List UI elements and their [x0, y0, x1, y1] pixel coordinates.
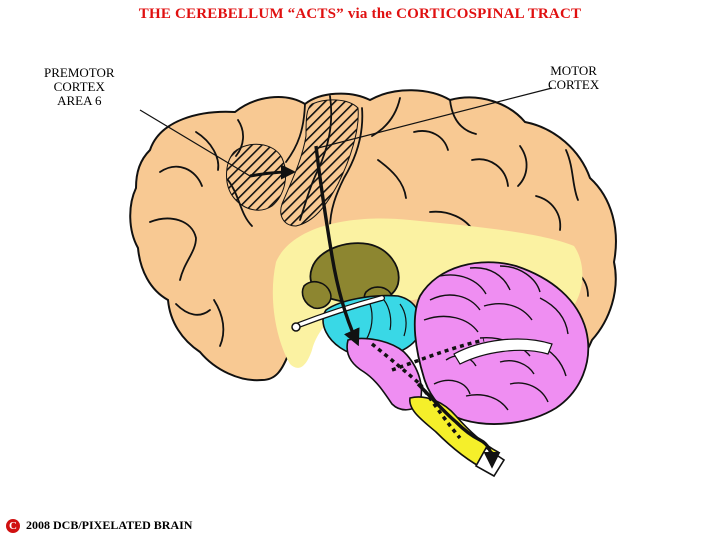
dotted-pathway — [370, 338, 485, 440]
premotor-cortex-label: PREMOTOR CORTEX AREA 6 — [44, 66, 115, 108]
premotor-hatched-area — [226, 143, 287, 211]
premotor-label-line2: CORTEX — [53, 79, 105, 94]
premotor-label-line1: PREMOTOR — [44, 65, 115, 80]
white-fiber-tube-inner — [294, 296, 384, 328]
premotor-label-pointer — [139, 109, 251, 177]
copyright-notice: C 2008 DCB/PIXELATED BRAIN — [6, 518, 192, 533]
premotor-label-line3: AREA 6 — [57, 93, 102, 108]
page-title: THE CEREBELLUM “ACTS” via the CORTICOSPI… — [138, 6, 582, 22]
motor-label-pointer — [317, 87, 553, 149]
cerebellar-peduncle — [453, 338, 553, 365]
descending-tract-lower — [416, 382, 501, 469]
premotor-to-motor-arrow — [249, 164, 296, 180]
motor-label-line2: CORTEX — [548, 77, 600, 92]
brainstem — [346, 337, 423, 411]
tube-end-circle — [291, 322, 301, 332]
midbrain-folds — [365, 299, 407, 341]
corticospinal-tract — [314, 145, 360, 347]
motor-cortex-label: MOTOR CORTEX — [548, 64, 599, 92]
copyright-icon: C — [6, 518, 20, 533]
motor-label-line1: MOTOR — [550, 63, 597, 78]
copyright-text: 2008 DCB/PIXELATED BRAIN — [26, 518, 193, 532]
thalamus-lower-lobe — [301, 280, 332, 310]
